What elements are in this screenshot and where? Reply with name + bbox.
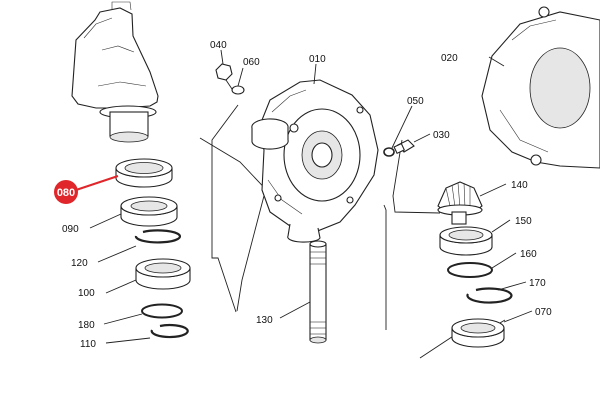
label-140: 140: [511, 180, 528, 191]
label-030: 030: [433, 130, 450, 141]
label-020: 020: [441, 53, 458, 64]
bevel-gear-140[interactable]: [437, 181, 483, 225]
bearing-090[interactable]: [120, 196, 178, 227]
washer-060[interactable]: [231, 85, 245, 95]
label-130: 130: [256, 315, 273, 326]
shaft-130[interactable]: [309, 240, 327, 344]
label-110: 110: [80, 339, 96, 350]
plug-030[interactable]: [393, 139, 415, 155]
oil-seal-080[interactable]: [115, 158, 173, 188]
circlip-120[interactable]: [134, 229, 181, 244]
label-090: 090: [62, 224, 79, 235]
oil-seal-070[interactable]: [451, 318, 505, 348]
washer-050[interactable]: [383, 147, 395, 157]
leader-lines: [89, 49, 533, 344]
bearing-150[interactable]: [439, 226, 493, 256]
highlight-badge-label: 080: [57, 187, 75, 199]
label-170: 170: [529, 278, 546, 289]
gear-housing-010: [251, 79, 379, 243]
upper-bevel-housing: [71, 1, 159, 143]
label-150: 150: [515, 216, 532, 227]
label-070: 070: [535, 307, 552, 318]
label-060: 060: [243, 57, 260, 68]
part-number-labels: 040 060 010 020 050 030 140 150 160 170 …: [62, 40, 552, 350]
housing-020: [481, 6, 600, 169]
bearing-100[interactable]: [135, 258, 191, 290]
highlight-leader-line: [75, 175, 119, 191]
circlip-110[interactable]: [150, 323, 189, 339]
label-180: 180: [78, 320, 95, 331]
highlight-badge-circle: [54, 180, 78, 204]
label-160: 160: [520, 249, 537, 260]
label-040: 040: [210, 40, 227, 51]
circlip-170[interactable]: [466, 287, 513, 304]
label-120: 120: [71, 258, 88, 269]
highlight-badge[interactable]: 080: [54, 180, 78, 204]
ring-180[interactable]: [141, 303, 183, 319]
label-050: 050: [407, 96, 424, 107]
ring-160[interactable]: [447, 262, 493, 278]
bolt-040[interactable]: [215, 63, 235, 93]
label-010: 010: [309, 54, 326, 65]
label-100: 100: [78, 288, 95, 299]
